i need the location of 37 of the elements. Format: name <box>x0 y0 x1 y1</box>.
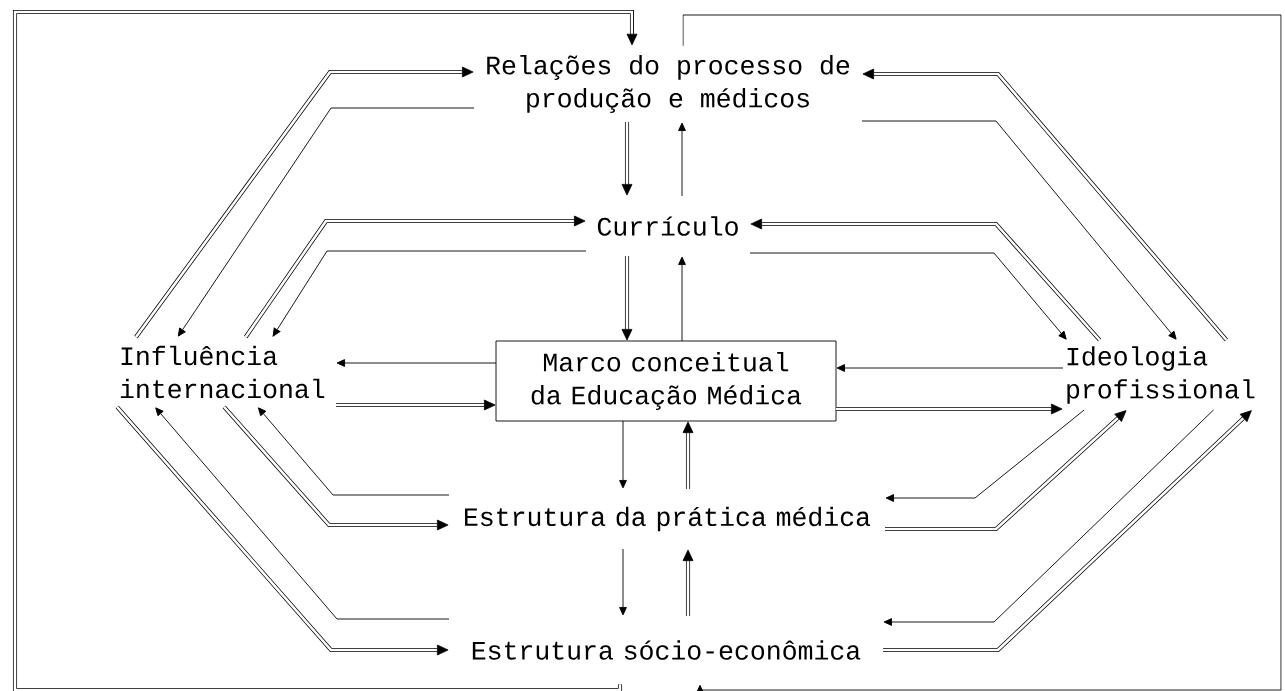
arrow <box>836 403 1063 415</box>
arrow <box>861 120 1177 340</box>
arrow <box>621 256 633 341</box>
factor-label: Estrutura sócio-econômica <box>472 640 861 660</box>
arrow <box>619 548 627 616</box>
arrow <box>682 549 694 616</box>
concept-box: Marco conceitual da Educação Médica <box>495 340 837 422</box>
arrow <box>678 256 686 342</box>
arrow <box>336 399 496 411</box>
factor-label: Influência internacional <box>120 345 325 399</box>
arrow <box>134 66 474 339</box>
arrow <box>678 122 686 197</box>
factor-label: Estrutura da prática médica <box>465 506 871 532</box>
arrow <box>750 218 1102 342</box>
arrow <box>836 364 1064 372</box>
arrow <box>12 9 638 691</box>
arrow <box>272 250 587 337</box>
arrow <box>257 407 450 496</box>
arrow <box>619 420 627 489</box>
arrow <box>862 68 1228 342</box>
arrow <box>336 359 497 367</box>
arrow <box>885 410 1127 532</box>
arrow <box>885 409 1085 502</box>
factor-label: Currículo <box>597 216 738 236</box>
factor-label: Relações do processo de produção e médicos <box>487 55 850 113</box>
arrow <box>883 410 1252 653</box>
arrow <box>682 421 694 489</box>
arrow <box>177 107 475 337</box>
arrow <box>115 405 449 656</box>
arrow <box>749 252 1067 340</box>
arrow <box>155 407 450 620</box>
arrow <box>244 215 586 339</box>
arrow <box>883 409 1214 626</box>
arrow <box>222 405 449 531</box>
arrow <box>682 14 1282 691</box>
factor-label: Ideologia profissional <box>1067 346 1255 404</box>
arrow <box>621 122 633 196</box>
